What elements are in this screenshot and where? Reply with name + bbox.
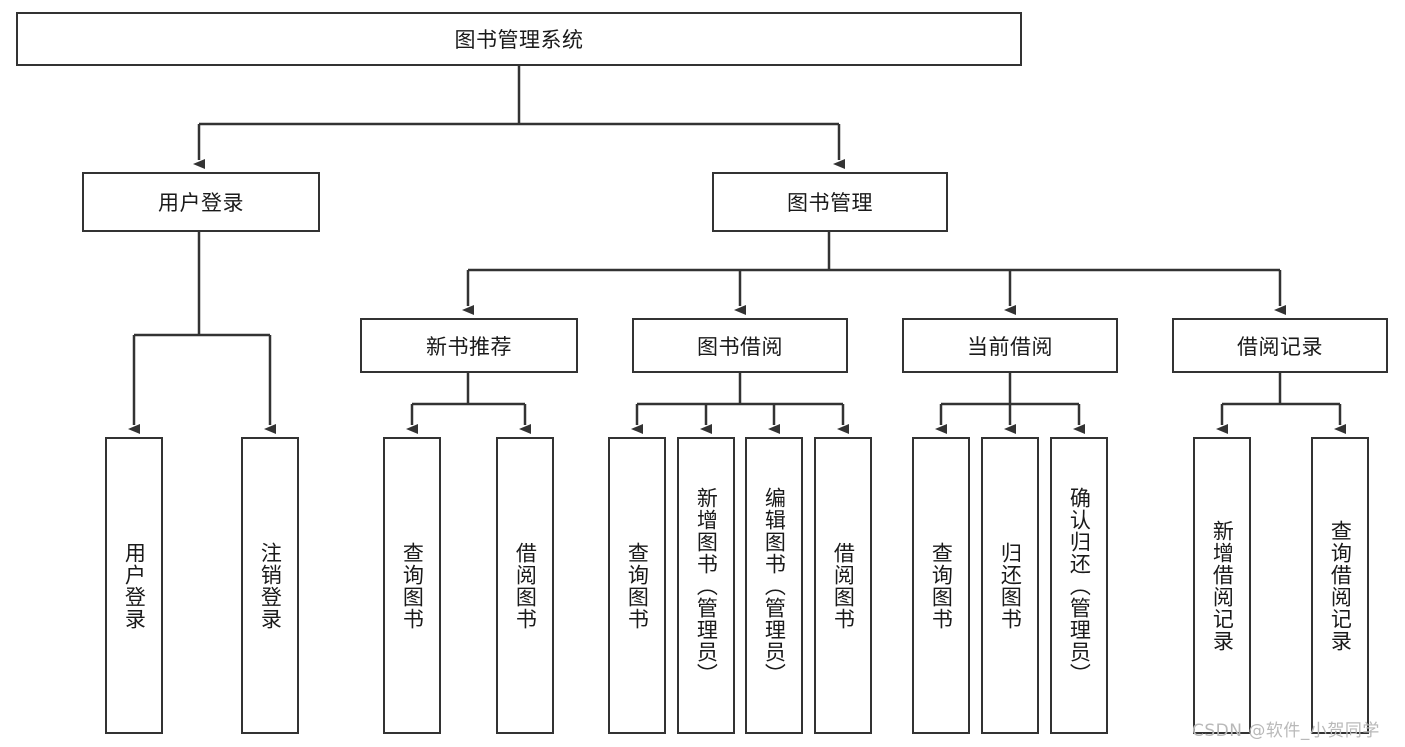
leaf-borrow-add-book-admin[interactable]: 新增图书（管理员） [677,437,735,734]
leaf-label: 借阅图书 [831,541,856,630]
leaf-label: 新增图书（管理员） [694,486,719,685]
leaf-label: 用户登录 [122,541,147,630]
leaf-borrow-borrow-book[interactable]: 借阅图书 [814,437,872,734]
leaf-record-query-record[interactable]: 查询借阅记录 [1311,437,1369,734]
leaf-label: 查询图书 [929,541,954,630]
csdn-watermark: CSDN @软件_小贺同学 [1192,721,1380,741]
leaf-label: 新增借阅记录 [1210,519,1235,652]
node-borrow-record[interactable]: 借阅记录 [1172,318,1388,373]
leaf-recommend-query-book[interactable]: 查询图书 [383,437,441,734]
node-user-login[interactable]: 用户登录 [82,172,320,232]
leaf-record-add-record[interactable]: 新增借阅记录 [1193,437,1251,734]
leaf-current-return-book[interactable]: 归还图书 [981,437,1039,734]
leaf-label: 归还图书 [998,541,1023,630]
leaf-label: 查询借阅记录 [1328,519,1353,652]
node-current-borrow[interactable]: 当前借阅 [902,318,1118,373]
leaf-current-confirm-return-admin[interactable]: 确认归还（管理员） [1050,437,1108,734]
leaf-user-login-login[interactable]: 用户登录 [105,437,163,734]
node-new-book-recommend[interactable]: 新书推荐 [360,318,578,373]
leaf-label: 查询图书 [400,541,425,630]
node-root-system[interactable]: 图书管理系统 [16,12,1022,66]
leaf-user-login-logout[interactable]: 注销登录 [241,437,299,734]
leaf-label: 确认归还（管理员） [1067,486,1092,685]
leaf-recommend-borrow-book[interactable]: 借阅图书 [496,437,554,734]
node-book-borrow[interactable]: 图书借阅 [632,318,848,373]
node-book-management[interactable]: 图书管理 [712,172,948,232]
leaf-borrow-edit-book-admin[interactable]: 编辑图书（管理员） [745,437,803,734]
leaf-label: 借阅图书 [513,541,538,630]
leaf-label: 注销登录 [258,541,283,630]
leaf-label: 编辑图书（管理员） [762,486,787,685]
leaf-current-query-book[interactable]: 查询图书 [912,437,970,734]
leaf-label: 查询图书 [625,541,650,630]
leaf-borrow-query-book[interactable]: 查询图书 [608,437,666,734]
